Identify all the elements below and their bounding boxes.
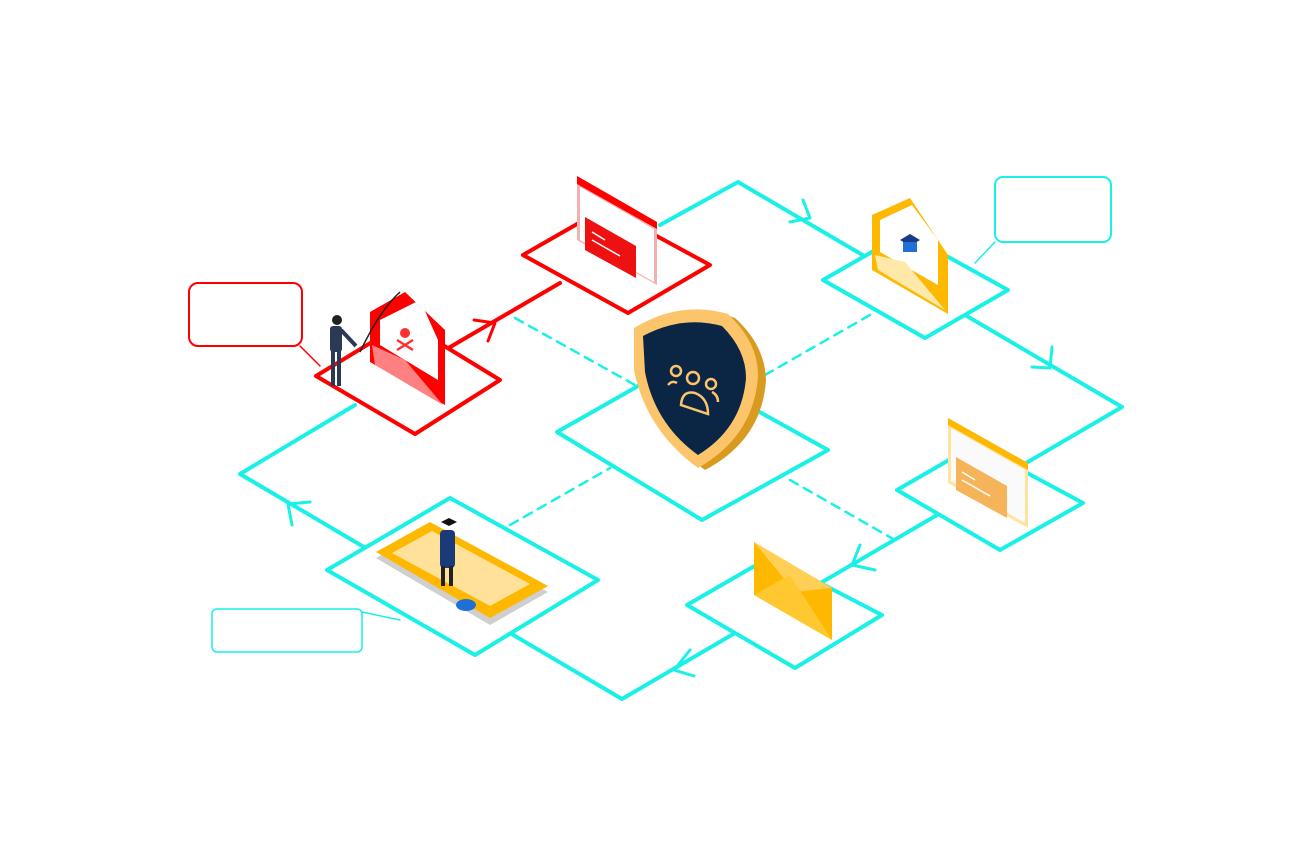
phishing-callout <box>188 282 303 347</box>
threat-path <box>443 281 562 352</box>
graduate-tablet-icon <box>376 518 548 625</box>
envelope-icon <box>754 542 832 640</box>
spoke-lines <box>508 313 897 542</box>
shield-team-icon <box>634 309 766 470</box>
flow-loop <box>238 180 1124 701</box>
browser-window-icon <box>948 418 1028 528</box>
phishing-envelope-icon <box>359 291 445 405</box>
threat-arrow <box>472 318 497 343</box>
graduation-envelope-icon <box>872 198 948 314</box>
education-callout <box>994 176 1112 243</box>
training-callout <box>211 608 363 653</box>
flow-arrows <box>286 198 1054 678</box>
malicious-browser-icon <box>577 176 657 285</box>
hacker-figure-icon <box>330 315 358 386</box>
